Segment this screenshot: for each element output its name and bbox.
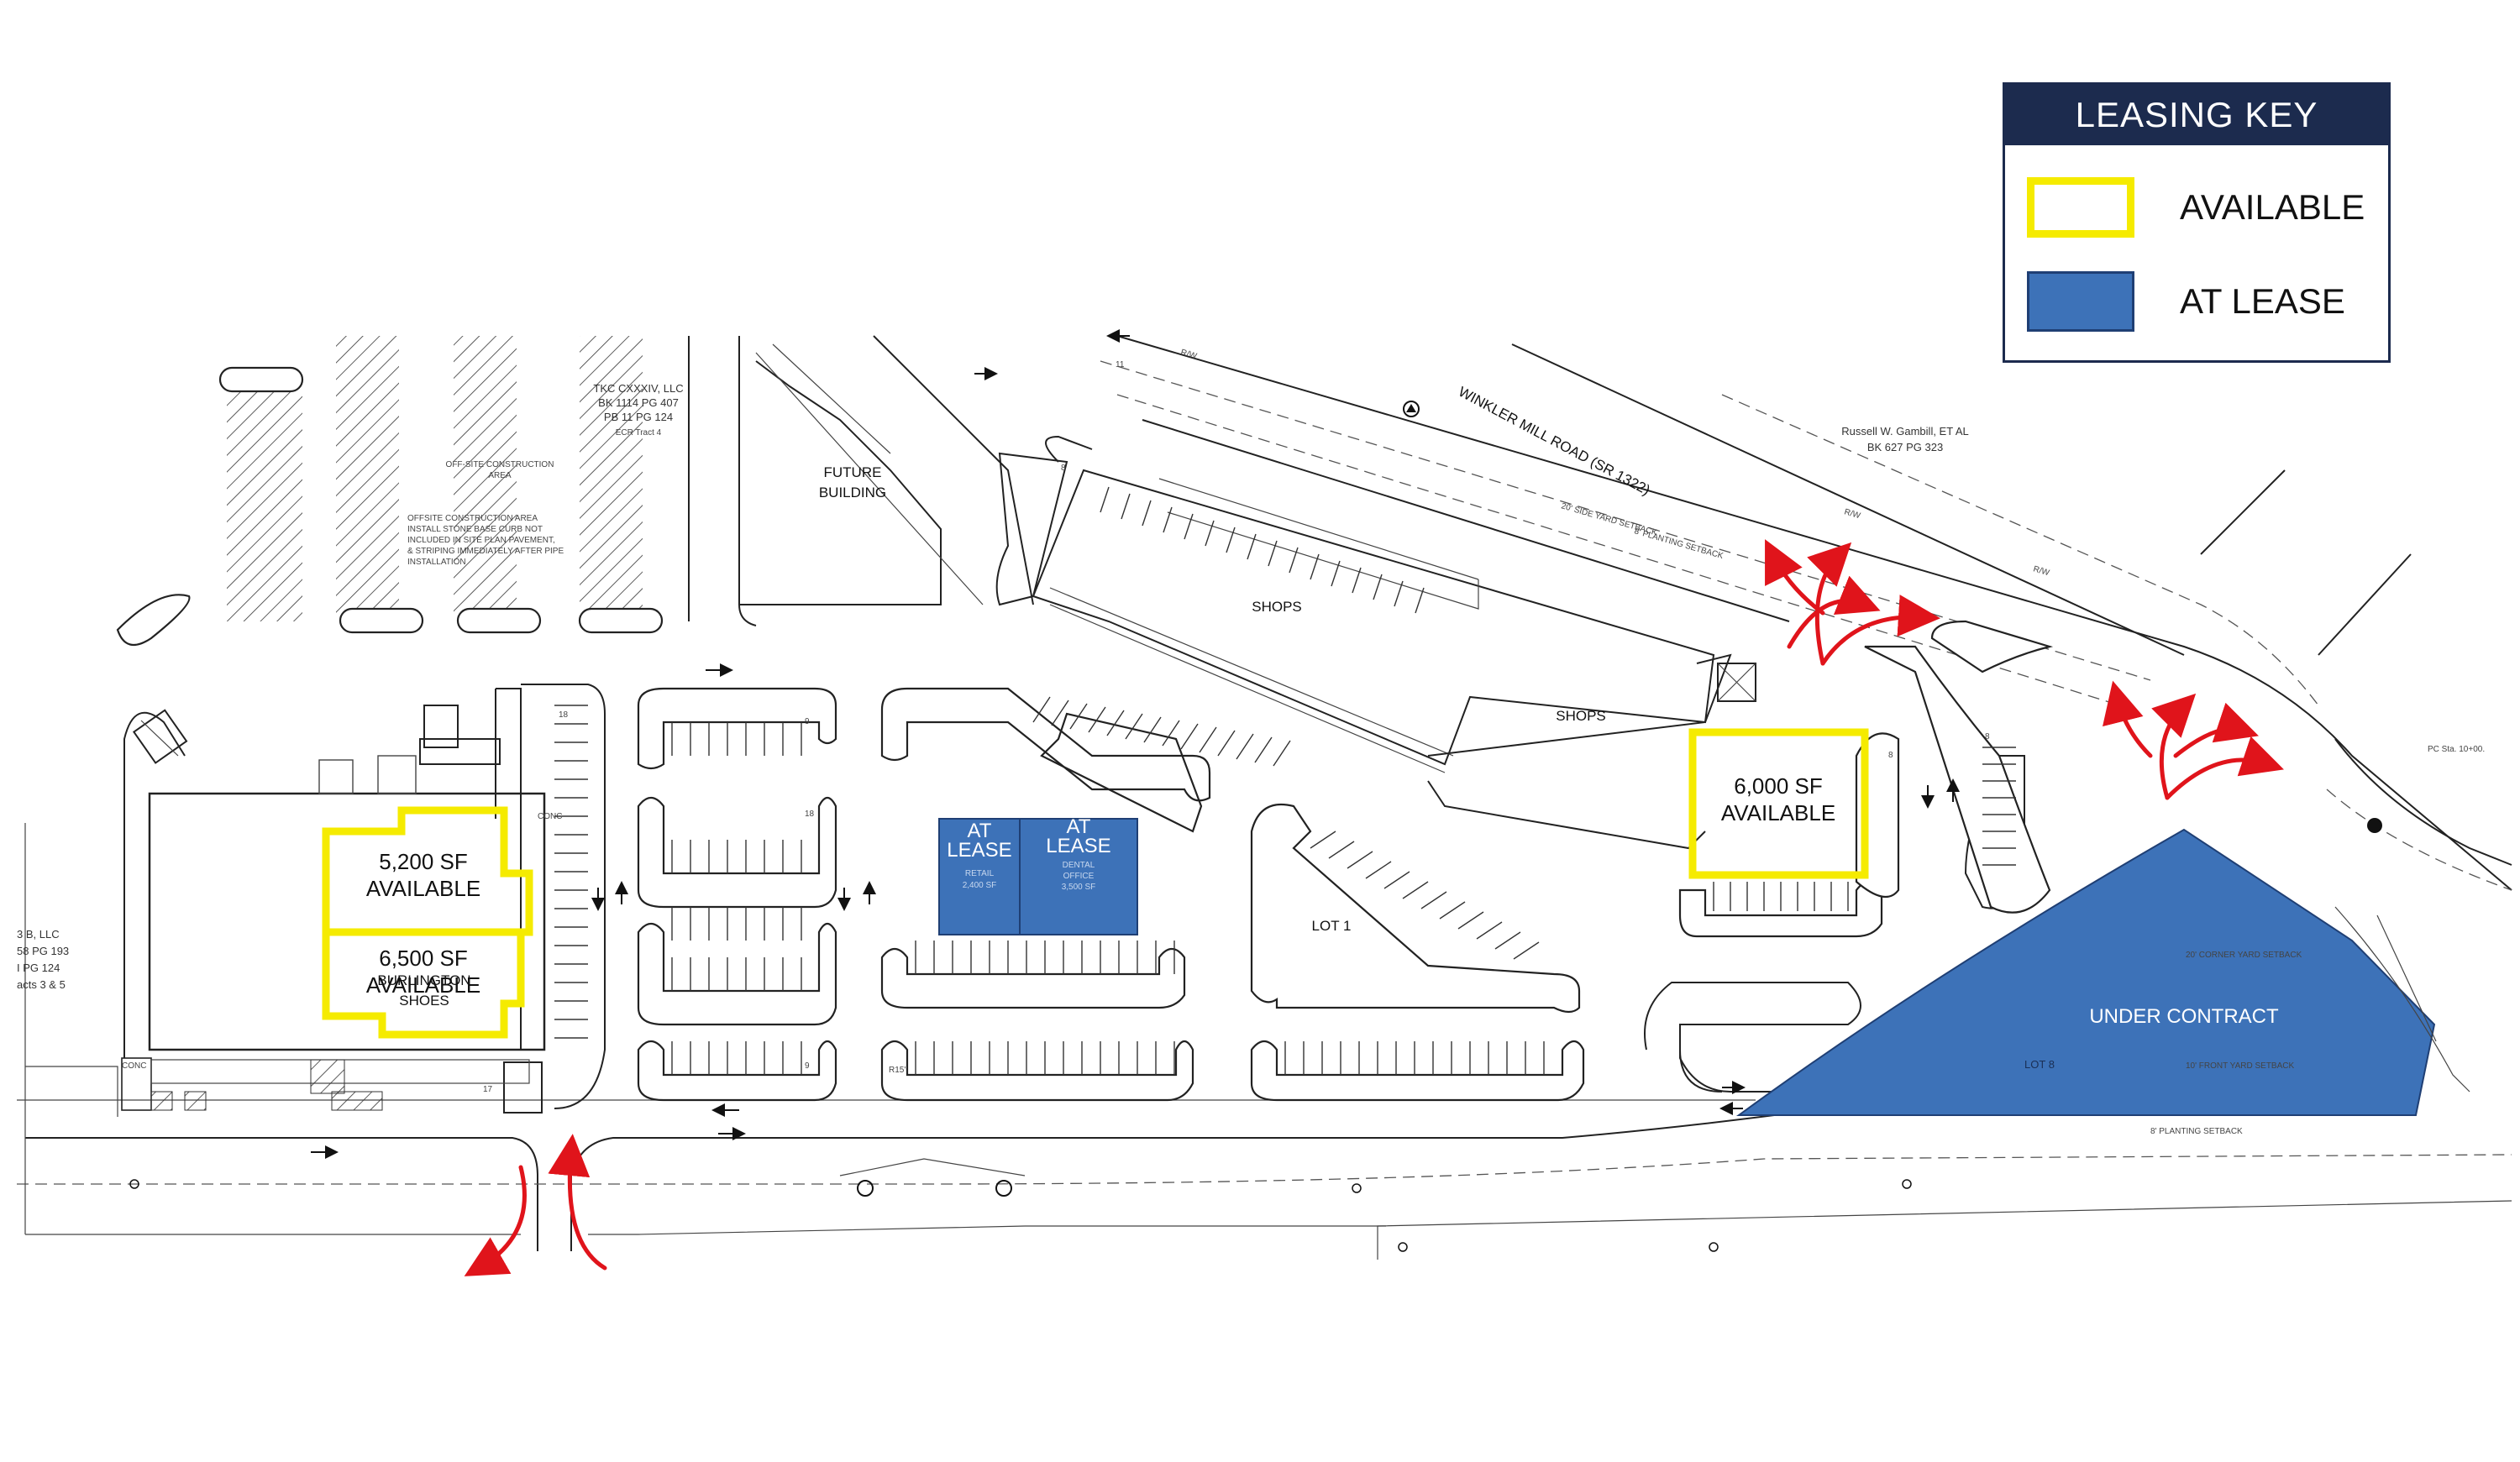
note-offsite-2e: INSTALLATION <box>407 558 466 567</box>
legend-at-lease-label: AT LEASE <box>2180 281 2345 321</box>
note-corner-setback: 20' CORNER YARD SETBACK <box>2186 951 2302 960</box>
shops-east-label: SHOPS <box>1556 708 1606 724</box>
leasing-key-title: LEASING KEY <box>2005 85 2388 145</box>
parking-stall-lines <box>554 486 2016 1075</box>
note-r15: R15' <box>889 1066 906 1075</box>
note-rw-3: R/W <box>2032 564 2050 578</box>
unit-6000-status: AVAILABLE <box>1721 800 1835 825</box>
note-stalls-11: 11 <box>1116 360 1125 369</box>
leasing-key: LEASING KEY AVAILABLE AT LEASE <box>2003 82 2391 363</box>
note-offsite-2: OFFSITE CONSTRUCTION AREA <box>407 514 538 523</box>
unit-dental-at-lease <box>1019 818 1138 935</box>
traffic-arrows <box>311 329 1960 1159</box>
note-offsite-1b: AREA <box>488 471 512 480</box>
unit-retail-status-2: LEASE <box>947 839 1011 862</box>
burlington-building <box>121 688 546 1114</box>
note-front-setback: 10' FRONT YARD SETBACK <box>2186 1061 2294 1071</box>
note-stalls-9a: 9 <box>805 717 810 726</box>
unit-6500-outline <box>322 928 525 1039</box>
unit-6500-size: 6,500 SF <box>379 946 468 971</box>
shops-north-label: SHOPS <box>1252 599 1302 615</box>
owner-gambill-2: BK 627 PG 323 <box>1867 441 1943 453</box>
unit-retail-status-1: AT <box>968 820 992 842</box>
owner-west-3: I PG 124 <box>17 962 60 974</box>
note-stalls-9b: 9 <box>805 1061 810 1071</box>
unit-retail-at-lease <box>938 818 1021 935</box>
note-planting-setback-2: 8' PLANTING SETBACK <box>2150 1127 2243 1136</box>
unit-6500-status: AVAILABLE <box>366 972 480 998</box>
note-stalls-8b: 8 <box>1888 751 1893 760</box>
unit-5200-size: 5,200 SF <box>379 849 468 874</box>
road-name: WINKLER MILL ROAD (SR 1322) <box>1456 384 1652 499</box>
legend-available-label: AVAILABLE <box>2180 187 2365 227</box>
note-offsite-1: OFF-SITE CONSTRUCTION <box>446 460 554 469</box>
label-burlington-1: BURLINGTON <box>377 972 470 988</box>
unit-6000-size: 6,000 SF <box>1734 773 1823 799</box>
owner-gambill-1: Russell W. Gambill, ET AL <box>1841 425 1968 438</box>
unit-dental-use: DENTAL <box>1063 861 1095 870</box>
legend-item-available: AVAILABLE <box>2027 177 2365 238</box>
available-swatch <box>2027 177 2134 238</box>
unit-retail-size: 2,400 SF <box>963 881 997 890</box>
note-stalls-17: 17 <box>483 1085 493 1094</box>
unit-dental-use2: OFFICE <box>1063 872 1095 881</box>
owner-west-2: 58 PG 193 <box>17 945 69 957</box>
note-stalls-8c: 8 <box>1985 732 1990 741</box>
lot8-label: LOT 8 <box>2024 1058 2055 1071</box>
note-conc-2: CONC <box>122 1061 146 1071</box>
note-offsite-2d: & STRIPING IMMEDIATELY AFTER PIPE <box>407 547 564 556</box>
access-arrows <box>464 539 2284 1276</box>
note-rw-1: R/W <box>1179 348 1198 361</box>
unit-retail-use: RETAIL <box>965 869 995 878</box>
unit-dental-status-2: LEASE <box>1046 835 1110 857</box>
note-offsite-2c: INCLUDED IN SITE PLAN PAVEMENT, <box>407 536 555 545</box>
owner-west-1: 3 B, LLC <box>17 928 60 941</box>
site-markers <box>129 401 1912 1252</box>
label-burlington-2: SHOES <box>399 993 449 1009</box>
note-stalls-18a: 18 <box>559 710 569 720</box>
owner-west-4: acts 3 & 5 <box>17 978 66 991</box>
middle-parking <box>521 684 2025 1109</box>
shops-north-building <box>995 435 1756 850</box>
note-planting-setback: 8' PLANTING SETBACK <box>1633 527 1725 561</box>
future-building-2: BUILDING <box>819 485 886 500</box>
future-building-1: FUTURE <box>824 464 882 480</box>
owner-tkc-3: PB 11 PG 124 <box>604 411 673 423</box>
south-road <box>17 1066 2512 1260</box>
note-offsite-2b: INSTALL STONE BASE CURB NOT <box>407 525 543 534</box>
unit-6000-outline <box>1688 728 1869 879</box>
unit-dental-status-1: AT <box>1067 815 1091 838</box>
owner-tkc-4: ECR Tract 4 <box>616 428 662 438</box>
at-lease-swatch <box>2027 271 2134 332</box>
legend-item-at-lease: AT LEASE <box>2027 271 2345 332</box>
note-pc-station: PC Sta. 10+00. <box>2428 745 2485 754</box>
under-contract-lot8 <box>1735 828 2436 1116</box>
north-parking <box>116 335 1034 647</box>
note-stalls-18b: 18 <box>805 810 815 819</box>
owner-tkc-1: TKC CXXXIV, LLC <box>593 382 683 395</box>
unit-dental-size: 3,500 SF <box>1062 883 1096 892</box>
under-contract-label: UNDER CONTRACT <box>2089 1005 2279 1028</box>
note-stalls-8a: 8 <box>1061 464 1066 473</box>
unit-5200-status: AVAILABLE <box>366 876 480 901</box>
lot1-label: LOT 1 <box>1312 918 1352 934</box>
note-conc-1: CONC <box>538 812 562 821</box>
note-rw-2: R/W <box>1843 507 1861 521</box>
owner-tkc-2: BK 1114 PG 407 <box>598 396 679 409</box>
